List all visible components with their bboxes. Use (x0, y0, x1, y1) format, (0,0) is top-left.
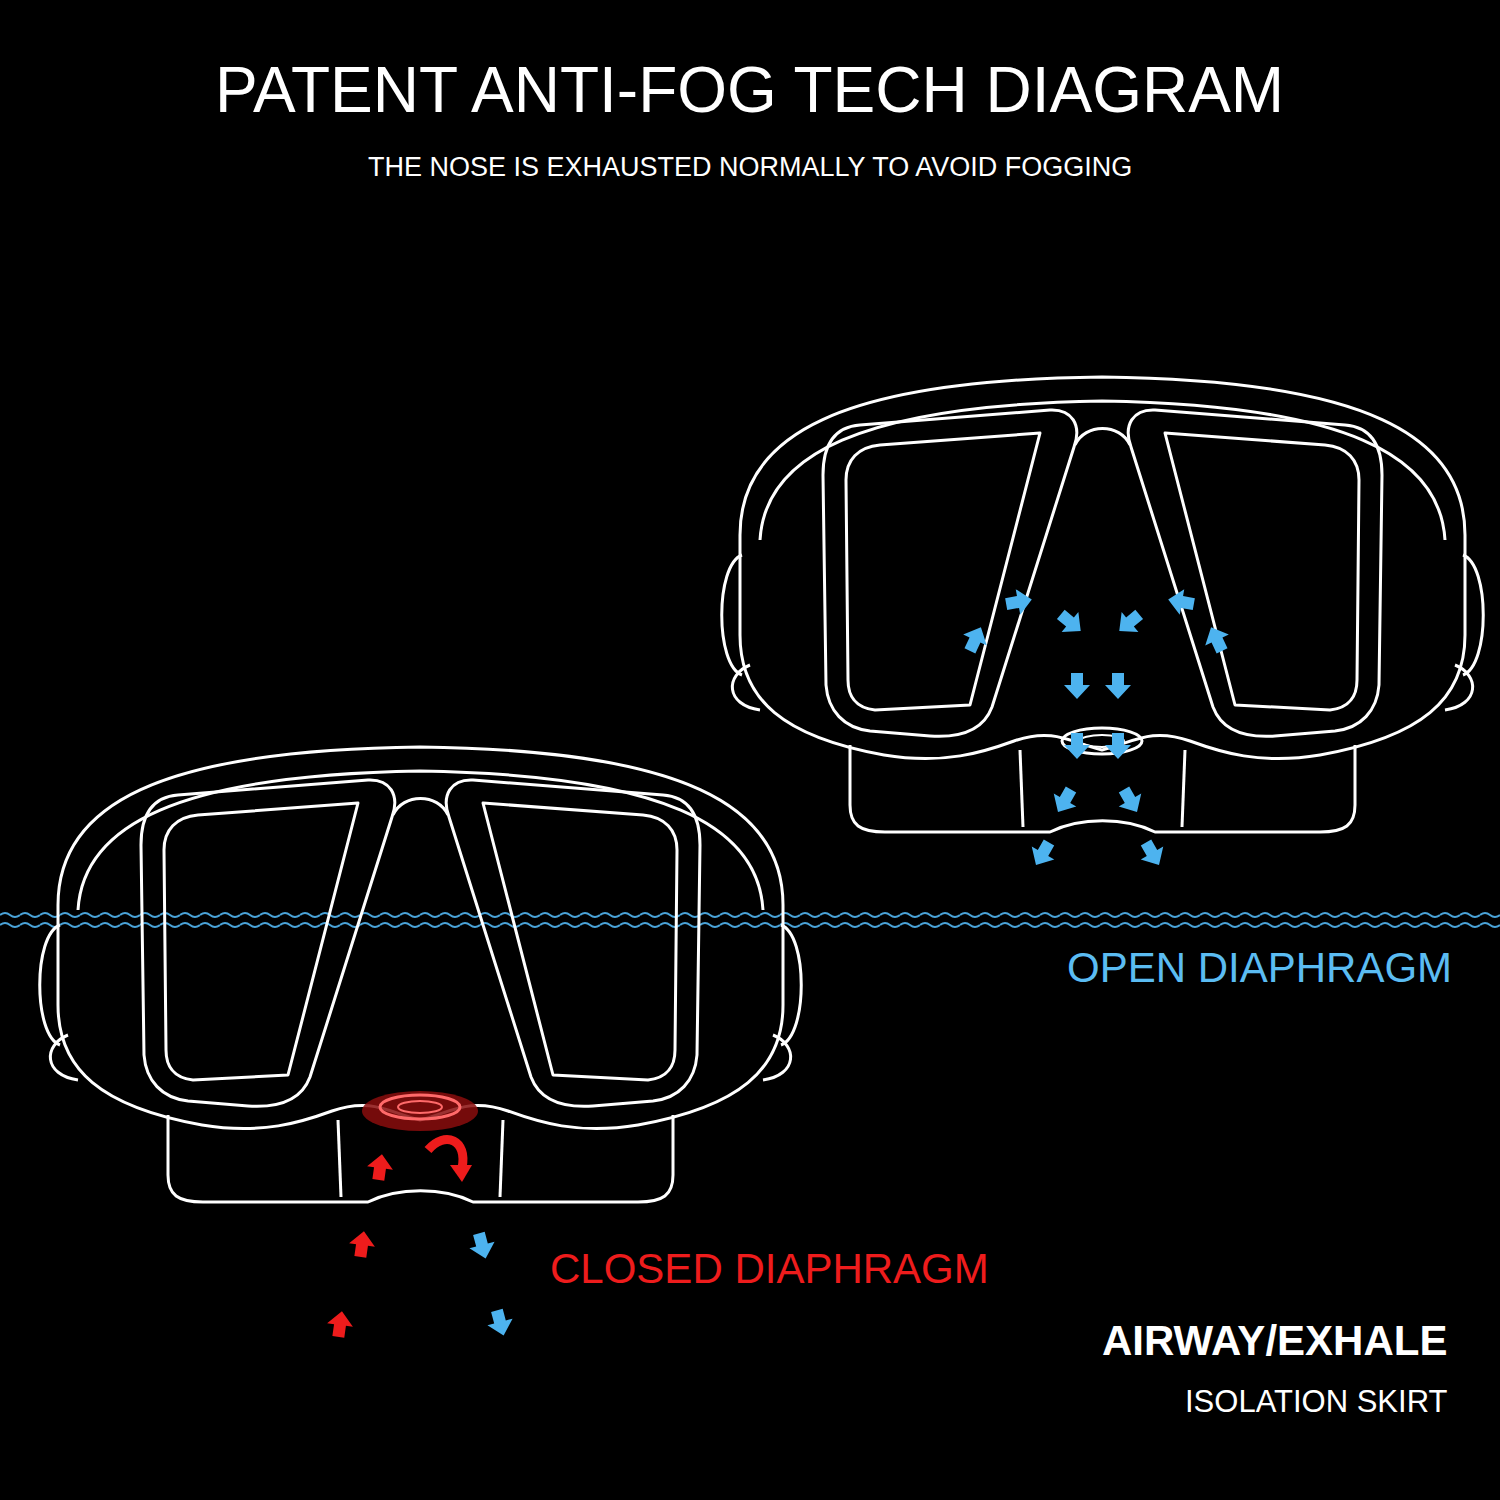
isolation-skirt-label: ISOLATION SKIRT (1185, 1385, 1447, 1419)
subtitle: THE NOSE IS EXHAUSTED NORMALLY TO AVOID … (368, 153, 1132, 183)
airway-exhale-label: AIRWAY/EXHALE (1102, 1318, 1447, 1364)
open-diaphragm-label: OPEN DIAPHRAGM (1067, 945, 1452, 991)
title: PATENT ANTI-FOG TECH DIAGRAM (215, 55, 1284, 125)
closed-diaphragm-label: CLOSED DIAPHRAGM (550, 1246, 989, 1292)
